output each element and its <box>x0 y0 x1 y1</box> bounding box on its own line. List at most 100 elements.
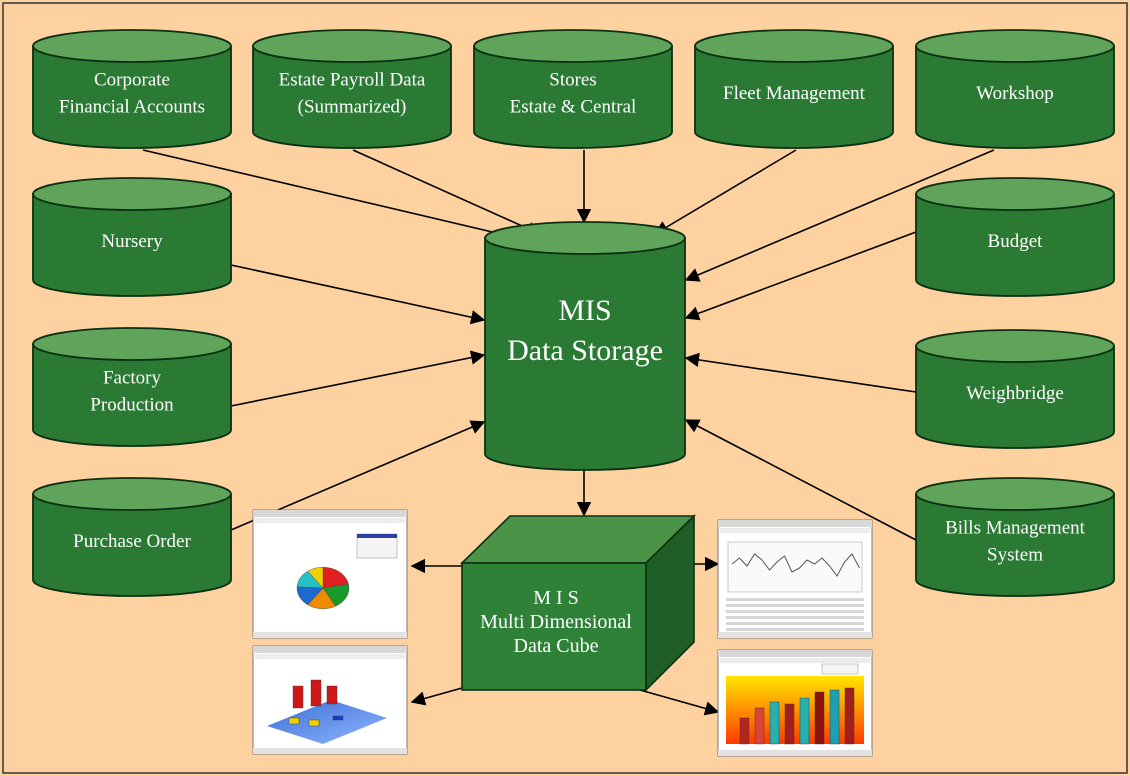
central-storage: MIS Data Storage <box>484 221 686 471</box>
source-bills-label-2: System <box>987 545 1043 566</box>
arrow-payroll-to-storage <box>352 149 542 236</box>
thumbnail-pie-report <box>252 509 408 639</box>
central-storage-cylinder: MIS Data Storage <box>484 221 686 471</box>
source-fleet: Fleet Management <box>694 29 894 149</box>
bar3d-bar <box>288 717 300 725</box>
thumbnail-line-report <box>717 519 873 639</box>
arrow-workshop-to-storage <box>684 149 995 282</box>
source-factory-top <box>32 327 232 361</box>
source-payroll-body <box>252 45 452 149</box>
report-toolbar <box>255 654 405 659</box>
line-series <box>731 553 860 577</box>
source-budget-label-1: Budget <box>988 231 1044 252</box>
report-toolbar <box>720 658 870 663</box>
report-titlebar <box>718 650 872 657</box>
source-bills-top <box>915 477 1115 511</box>
report-statusbar <box>718 632 872 638</box>
source-budget-top <box>915 177 1115 211</box>
arrow-cube-to-bar-report <box>639 689 720 716</box>
report-titlebar <box>718 520 872 527</box>
arrow-nursery-to-storage <box>230 264 486 325</box>
report-thumbnails <box>252 509 873 757</box>
arrow-corporate-to-storage <box>142 149 520 243</box>
central-storage-cylinder-label-1: MIS <box>558 294 611 327</box>
source-stores-body <box>473 45 673 149</box>
source-purchase-label-1: Purchase Order <box>73 531 191 552</box>
source-weighbridge-label-1: Weighbridge <box>966 383 1064 404</box>
source-factory-label-2: Production <box>90 395 174 416</box>
bar-mark <box>754 707 765 745</box>
bar3d-bar <box>332 715 344 721</box>
arrow-cube-to-bar3d-report <box>410 687 463 706</box>
source-payroll-top <box>252 29 452 63</box>
report-statusbar <box>253 632 407 638</box>
bar-mark <box>769 701 780 745</box>
cube-front-face <box>461 562 647 691</box>
arrow-factory-to-storage <box>230 350 486 407</box>
source-purchase-body <box>32 493 232 597</box>
data-cube-shape <box>460 514 696 692</box>
bar-mark <box>844 687 855 745</box>
source-fleet-label-1: Fleet Management <box>723 83 866 104</box>
source-corporate-body <box>32 45 232 149</box>
bar3d-bar <box>310 679 322 707</box>
bar-mark <box>829 689 840 745</box>
pie-legend-header <box>357 534 397 538</box>
source-stores-label-2: Estate & Central <box>510 97 637 118</box>
source-budget-body <box>915 193 1115 297</box>
source-factory-label-1: Factory <box>103 368 162 389</box>
bar3d-bar <box>326 685 338 705</box>
source-stores-label-1: Stores <box>549 70 597 91</box>
bar3d-floor <box>267 700 387 744</box>
source-purchase: Purchase Order <box>32 477 232 597</box>
source-payroll-label-2: (Summarized) <box>298 97 407 118</box>
thumbnail-bar3d-report <box>252 645 408 755</box>
central-storage-cylinder-body <box>484 237 686 471</box>
source-nursery-body <box>32 193 232 297</box>
source-weighbridge: Weighbridge <box>915 329 1115 449</box>
pie-slice <box>307 566 324 589</box>
central-storage-cylinder-label-2: Data Storage <box>507 334 663 367</box>
arrow-budget-to-storage <box>684 231 917 321</box>
pie-slice <box>322 566 349 589</box>
source-workshop: Workshop <box>915 29 1115 149</box>
cube-label-2: Multi Dimensional <box>480 611 632 633</box>
data-table-row <box>726 610 864 613</box>
arrow-bills-to-storage <box>684 419 917 541</box>
source-budget: Budget <box>915 177 1115 297</box>
source-nursery-label-1: Nursery <box>101 231 163 252</box>
report-titlebar <box>253 510 407 517</box>
source-workshop-label-1: Workshop <box>976 83 1054 104</box>
data-table-row <box>726 598 864 601</box>
line-plot-area <box>727 541 863 593</box>
source-bills-label-1: Bills Management <box>945 518 1086 539</box>
source-fleet-body <box>694 45 894 149</box>
report-toolbar <box>720 528 870 533</box>
bar3d-bar <box>308 719 320 727</box>
source-weighbridge-body <box>915 345 1115 449</box>
bar-mark <box>739 717 750 745</box>
source-stores-top <box>473 29 673 63</box>
bar-mark <box>784 703 795 745</box>
source-nursery-top <box>32 177 232 211</box>
source-corporate-top <box>32 29 232 63</box>
report-titlebar <box>253 646 407 653</box>
cube-label-1: M I S <box>533 587 579 609</box>
report-statusbar <box>718 750 872 756</box>
bar3d-bar <box>292 685 304 709</box>
arrow-fleet-to-storage <box>653 149 797 235</box>
data-table-row <box>726 622 864 625</box>
source-corporate-label-1: Corporate <box>94 70 170 91</box>
source-corporate-label-2: Financial Accounts <box>59 97 205 118</box>
source-payroll-label-1: Estate Payroll Data <box>279 70 426 91</box>
data-table-row <box>726 616 864 619</box>
bar-legend <box>821 663 859 675</box>
source-payroll: Estate Payroll Data (Summarized) <box>252 29 452 149</box>
